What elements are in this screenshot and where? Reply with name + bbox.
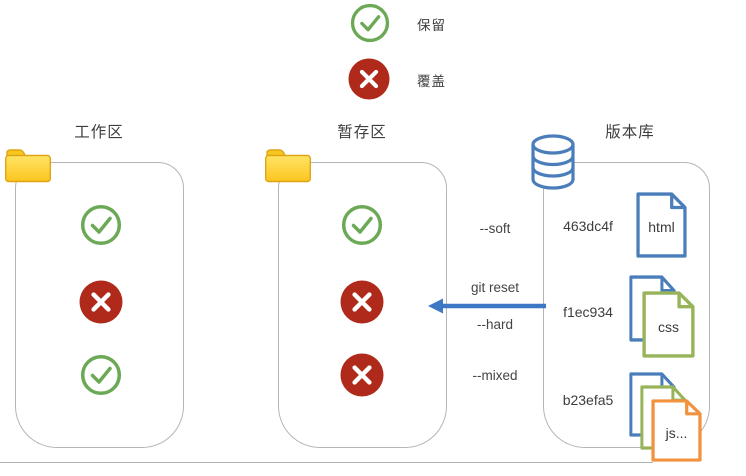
working-area-title: 工作区: [74, 124, 124, 141]
legend-label-overwrite: 覆盖: [417, 74, 446, 89]
x-circle-icon: [79, 280, 123, 324]
repository-title: 版本库: [605, 124, 655, 141]
reset-mode-mixed: --mixed: [472, 368, 518, 383]
file-icon-css: css: [642, 291, 695, 358]
commit-hash: f1ec934: [563, 304, 613, 320]
x-circle-icon: [340, 280, 384, 324]
check-circle-icon: [80, 204, 122, 246]
file-label: css: [658, 318, 679, 335]
check-circle-icon: [341, 204, 383, 246]
reset-mode-hard: --hard: [476, 317, 513, 332]
commit-hash: 463dc4f: [563, 218, 613, 234]
file-label: js...: [665, 424, 688, 441]
legend-x-circle-icon: [348, 58, 390, 100]
legend-label-keep: 保留: [417, 18, 446, 33]
legend-check-circle-icon: [350, 3, 390, 43]
file-icon-html: html: [636, 192, 687, 258]
baseline-rule: [0, 462, 653, 463]
folder-icon: [4, 149, 51, 183]
reset-arrow-left: [428, 298, 546, 314]
reset-mode-soft: --soft: [479, 221, 511, 236]
check-circle-icon: [80, 354, 122, 396]
staging-area-title: 暂存区: [337, 124, 387, 141]
file-label: html: [648, 219, 675, 235]
folder-icon: [265, 149, 311, 183]
git-reset-label: git reset: [470, 280, 520, 295]
database-icon: [531, 134, 575, 190]
file-icon-js: js...: [651, 399, 702, 462]
x-circle-icon: [340, 353, 384, 397]
commit-hash: b23efa5: [562, 392, 614, 408]
